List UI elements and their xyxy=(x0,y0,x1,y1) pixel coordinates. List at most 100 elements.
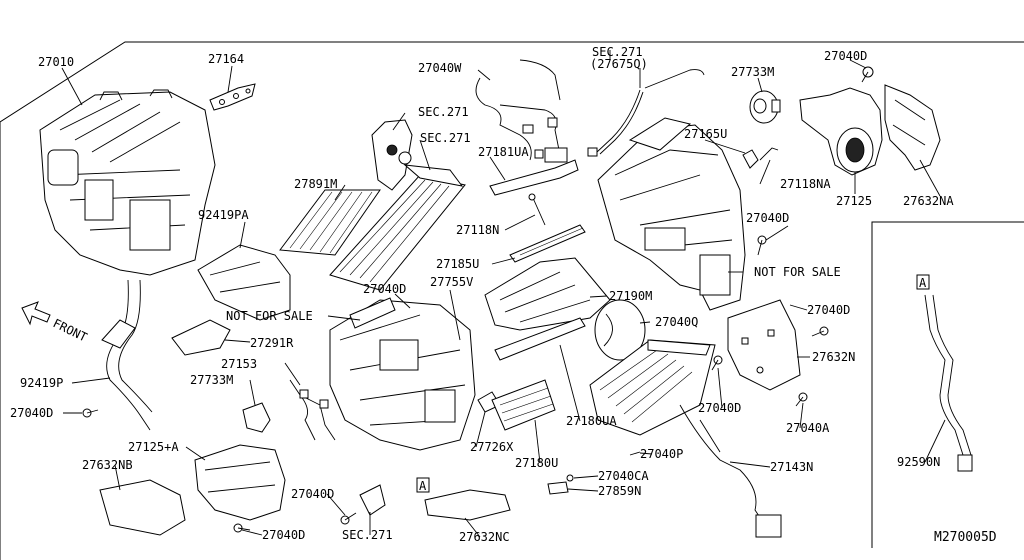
cabin-filter-27891M xyxy=(279,189,381,256)
label-27040D-lower: 27040D xyxy=(291,487,334,501)
label-not-for-sale-left: NOT FOR SALE xyxy=(226,309,313,323)
sensor-27118N xyxy=(528,193,546,226)
wiring-harness-27153 xyxy=(289,379,336,441)
screw-27040D-g xyxy=(340,512,357,525)
heater-unit-assembly xyxy=(39,89,216,276)
label-sec271-top: SEC.271 xyxy=(592,45,643,59)
label-27040D-bottom: 27040D xyxy=(262,528,305,542)
label-27180UA: 27180UA xyxy=(566,414,617,428)
label-27291R: 27291R xyxy=(250,336,294,350)
label-27040D-bracket: 27040D xyxy=(807,303,850,317)
label-27125A: 27125+A xyxy=(128,440,179,454)
bracket-27164 xyxy=(209,83,256,111)
bracket-27632N xyxy=(727,299,801,391)
screw-27040D-f xyxy=(233,523,251,533)
label-27632NB: 27632NB xyxy=(82,458,133,472)
leader-lines xyxy=(61,50,946,538)
label-27185U: 27185U xyxy=(436,257,479,271)
label-27040A: 27040A xyxy=(786,421,830,435)
clip-27181UA xyxy=(489,147,579,196)
wiring-harness-27040W xyxy=(475,59,561,161)
label-27118NA: 27118NA xyxy=(780,177,831,191)
actuator-27165U xyxy=(742,147,779,169)
grille-27180U xyxy=(491,379,556,431)
label-92419P: 92419P xyxy=(20,376,63,390)
label-27040D-mid: 27040D xyxy=(746,211,789,225)
screw-27040D-d xyxy=(711,355,723,371)
label-27181UA: 27181UA xyxy=(478,145,529,159)
screw-27040D-c xyxy=(811,326,829,337)
mode-door-27190M xyxy=(484,257,611,331)
front-direction-arrow xyxy=(21,301,51,326)
label-27190M: 27190M xyxy=(609,289,652,303)
label-27180U: 27180U xyxy=(515,456,558,470)
label-27125: 27125 xyxy=(836,194,872,208)
clip-27040CA xyxy=(566,474,574,482)
diagram-code: M270005D xyxy=(934,530,997,545)
label-27164: 27164 xyxy=(208,52,244,66)
door-shaft-27180UA xyxy=(494,317,586,361)
label-92419PA: 92419PA xyxy=(198,208,249,222)
label-27153: 27153 xyxy=(221,357,257,371)
label-27632N: 27632N xyxy=(812,350,855,364)
label-27726X: 27726X xyxy=(470,440,514,454)
bracket-27291R xyxy=(171,319,231,356)
motor-27733M-upper xyxy=(749,90,781,124)
label-27143N: 27143N xyxy=(770,460,813,474)
label-27733M-lower: 27733M xyxy=(190,373,233,387)
screw-27040D-a xyxy=(861,66,874,83)
label-front: FRONT xyxy=(51,316,90,344)
label-27010: 27010 xyxy=(38,55,74,69)
heater-case-right xyxy=(597,117,746,311)
label-sec271-bottom: SEC.271 xyxy=(342,528,393,542)
label-27040D-center: 27040D xyxy=(363,282,406,296)
label-27859N: 27859N xyxy=(598,484,641,498)
label-27755V: 27755V xyxy=(430,275,473,289)
label-27675Q: (27675Q) xyxy=(590,57,648,71)
sensor-27859N xyxy=(547,481,569,495)
ref-box-a-inset xyxy=(916,274,930,290)
sensor-lower xyxy=(359,484,386,516)
label-ref-a-inset: A xyxy=(919,276,927,290)
motor-27733M-lower xyxy=(242,402,271,433)
label-27040CA: 27040CA xyxy=(598,469,649,483)
sensor-pipe-27675Q xyxy=(587,69,705,157)
label-sec271-core: SEC.271 xyxy=(420,131,471,145)
label-27118N: 27118N xyxy=(456,223,499,237)
cover-27632NA xyxy=(884,84,941,171)
blower-27125 xyxy=(799,87,883,176)
screw-27040D-b xyxy=(757,235,767,256)
label-27040Q: 27040Q xyxy=(655,315,698,329)
heater-core-27143N xyxy=(589,339,782,538)
label-92590N: 92590N xyxy=(897,455,940,469)
label-27040D-core: 27040D xyxy=(698,401,741,415)
label-27632NA: 27632NA xyxy=(903,194,954,208)
label-not-for-sale-right: NOT FOR SALE xyxy=(754,265,841,279)
heater-core xyxy=(329,164,466,291)
clip-27040P xyxy=(629,451,641,456)
evaporator-duct-upper xyxy=(371,119,413,191)
inset-frame xyxy=(871,221,1024,548)
blower-27125A xyxy=(194,444,286,521)
label-27040P: 27040P xyxy=(640,447,683,461)
hose-92590N xyxy=(924,294,973,472)
label-sec271-cover: SEC.271 xyxy=(418,105,469,119)
bracket-27632NC xyxy=(424,489,511,521)
label-27040D-left: 27040D xyxy=(10,406,53,420)
screw-27040D-e xyxy=(82,408,99,418)
seal-27185U xyxy=(509,224,586,263)
label-27040W: 27040W xyxy=(418,61,462,75)
bracket-27632NB xyxy=(99,479,186,536)
label-27165U: 27165U xyxy=(684,127,727,141)
label-27733M-top: 27733M xyxy=(731,65,774,79)
label-ref-a-lower: A xyxy=(419,479,427,493)
screw-27040A xyxy=(795,392,808,407)
label-27891M: 27891M xyxy=(294,177,337,191)
label-27632NC: 27632NC xyxy=(459,530,510,544)
diagram-frame-top xyxy=(0,41,1024,123)
ref-box-a-lower xyxy=(416,477,430,493)
foam-disk-27040Q xyxy=(594,299,646,361)
hose-92419P xyxy=(101,279,153,431)
duct-92419PA xyxy=(197,244,291,321)
